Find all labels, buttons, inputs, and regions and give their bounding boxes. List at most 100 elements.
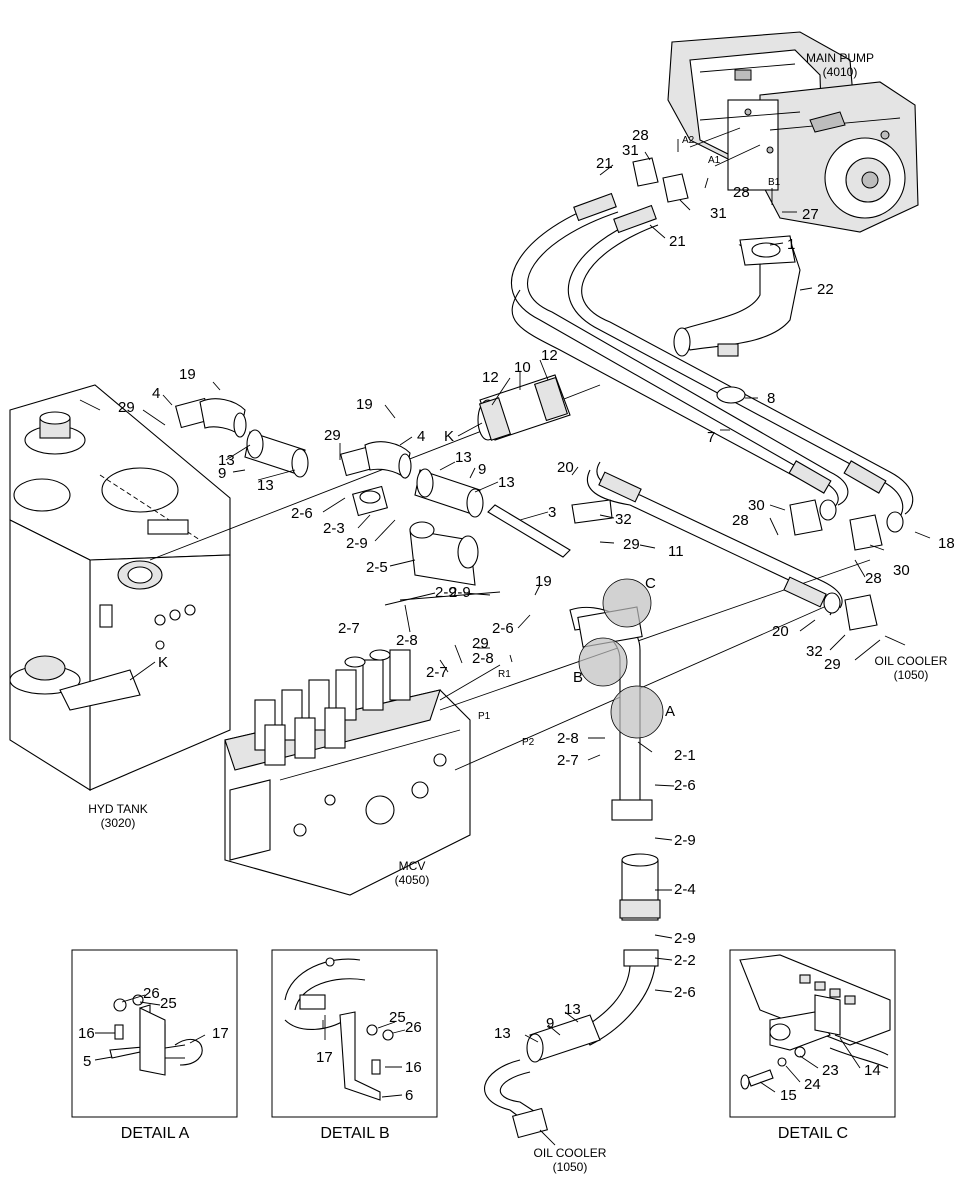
callout-13e: 13 xyxy=(564,1001,581,1018)
detail-a-26: 26 xyxy=(143,985,160,1002)
detail-b-26: 26 xyxy=(405,1019,422,1036)
callout-2-9d: 2-9 xyxy=(674,930,696,947)
callout-20a: 20 xyxy=(557,459,574,476)
callout-2-8b: 2-8 xyxy=(472,650,494,667)
callout-1: 1 xyxy=(787,236,795,253)
callout-2-6d: 2-6 xyxy=(674,984,696,1001)
oil-cooler-bottom-label: OIL COOLER xyxy=(534,1146,607,1160)
callout-20b: 20 xyxy=(772,623,789,640)
pipe-2-5 xyxy=(409,521,479,586)
port-b1-label: B1 xyxy=(768,177,781,188)
callout-13f: 13 xyxy=(494,1025,511,1042)
flange-2-3 xyxy=(351,485,389,517)
detail-c-24: 24 xyxy=(804,1076,821,1093)
detail-a-title: DETAIL A xyxy=(121,1125,190,1142)
detail-a-16: 16 xyxy=(78,1025,95,1042)
detail-c-23: 23 xyxy=(822,1062,839,1079)
callout-2-7b: 2-7 xyxy=(426,664,448,681)
callout-12b: 12 xyxy=(541,347,558,364)
mcv-code: (4050) xyxy=(395,873,430,887)
hydraulic-tank xyxy=(9,384,231,791)
main-pump-label: MAIN PUMP xyxy=(806,51,874,65)
hose-9-mid xyxy=(414,468,484,518)
marker-a: A xyxy=(665,703,675,720)
callout-2-9b: 2-9 xyxy=(435,584,457,601)
detail-c-15: 15 xyxy=(780,1087,797,1104)
callout-9c: 9 xyxy=(546,1015,554,1032)
split-flanges-30 xyxy=(789,499,883,631)
callout-13b: 13 xyxy=(257,477,274,494)
callout-30a: 30 xyxy=(748,497,765,514)
callout-2-9e: 2-9 xyxy=(449,584,471,601)
detail-b-16: 16 xyxy=(405,1059,422,1076)
elbow-4-right xyxy=(339,441,412,479)
callout-2-2: 2-2 xyxy=(674,952,696,969)
callout-29a: 29 xyxy=(118,399,135,416)
detail-b-17: 17 xyxy=(316,1049,333,1066)
callout-3: 3 xyxy=(548,504,556,521)
callout-27: 27 xyxy=(802,206,819,223)
oil-cooler-bottom-code: (1050) xyxy=(553,1160,588,1174)
callout-7: 7 xyxy=(707,429,715,446)
callout-13c: 13 xyxy=(455,449,472,466)
hose-9-left xyxy=(244,429,309,478)
callout-19a: 19 xyxy=(179,366,196,383)
split-flanges-31 xyxy=(632,157,689,203)
pipe-3 xyxy=(487,504,571,558)
marker-k-hose: K xyxy=(444,428,454,445)
port-a2-label: A2 xyxy=(682,135,695,146)
suction-pipe-1 xyxy=(673,235,801,357)
split-flanges-32 xyxy=(571,499,613,524)
callout-4b: 4 xyxy=(417,428,425,445)
callout-29b: 29 xyxy=(324,427,341,444)
callout-21a: 21 xyxy=(596,155,613,172)
callout-21b: 21 xyxy=(669,233,686,250)
main-control-valve xyxy=(224,649,471,896)
callout-2-5: 2-5 xyxy=(366,559,388,576)
detail-b-highlight xyxy=(578,637,628,687)
callout-19b: 19 xyxy=(356,396,373,413)
main-pump xyxy=(667,31,919,233)
callout-2-9a: 2-9 xyxy=(346,535,368,552)
callout-29d: 29 xyxy=(472,635,489,652)
detail-b-bracket xyxy=(284,957,394,1101)
callout-31a: 31 xyxy=(622,142,639,159)
callout-2-8c: 2-8 xyxy=(557,730,579,747)
detail-a-bracket xyxy=(109,994,203,1076)
detail-a-5: 5 xyxy=(83,1053,91,1070)
callout-30b: 30 xyxy=(893,562,910,579)
port-p1-label: P1 xyxy=(478,711,491,722)
callout-2-6a: 2-6 xyxy=(291,505,313,522)
callout-32a: 32 xyxy=(615,511,632,528)
callout-13a: 13 xyxy=(218,452,235,469)
callout-2-1: 2-1 xyxy=(674,747,696,764)
callout-12a: 12 xyxy=(482,369,499,386)
marker-b: B xyxy=(573,669,583,686)
callout-22: 22 xyxy=(817,281,834,298)
detail-a-17: 17 xyxy=(212,1025,229,1042)
pump-hoses xyxy=(510,192,914,533)
callout-leaders xyxy=(142,139,931,1043)
callout-13d: 13 xyxy=(498,474,515,491)
callout-2-4: 2-4 xyxy=(674,881,696,898)
detail-b-title: DETAIL B xyxy=(320,1125,389,1142)
marker-k-tank: K xyxy=(158,654,168,671)
oil-cooler-right-code: (1050) xyxy=(894,668,929,682)
detail-b-25: 25 xyxy=(389,1009,406,1026)
port-a1-label: A1 xyxy=(708,155,721,166)
callout-29c: 29 xyxy=(623,536,640,553)
callout-2-8a: 2-8 xyxy=(396,632,418,649)
main-pump-code: (4010) xyxy=(823,65,858,79)
pipe-2-4 xyxy=(619,853,661,921)
callout-11: 11 xyxy=(668,543,684,560)
callout-8: 8 xyxy=(767,390,775,407)
hose-9-lower xyxy=(484,1014,601,1139)
callout-28d: 28 xyxy=(865,570,882,587)
callout-19c: 19 xyxy=(535,573,552,590)
oil-cooler-right-label: OIL COOLER xyxy=(875,654,948,668)
detail-c-highlight xyxy=(602,578,652,628)
hyd-tank-label: HYD TANK xyxy=(88,802,148,816)
port-p2-label: P2 xyxy=(522,737,535,748)
callout-31b: 31 xyxy=(710,205,727,222)
hose-10-assembly xyxy=(477,374,571,441)
